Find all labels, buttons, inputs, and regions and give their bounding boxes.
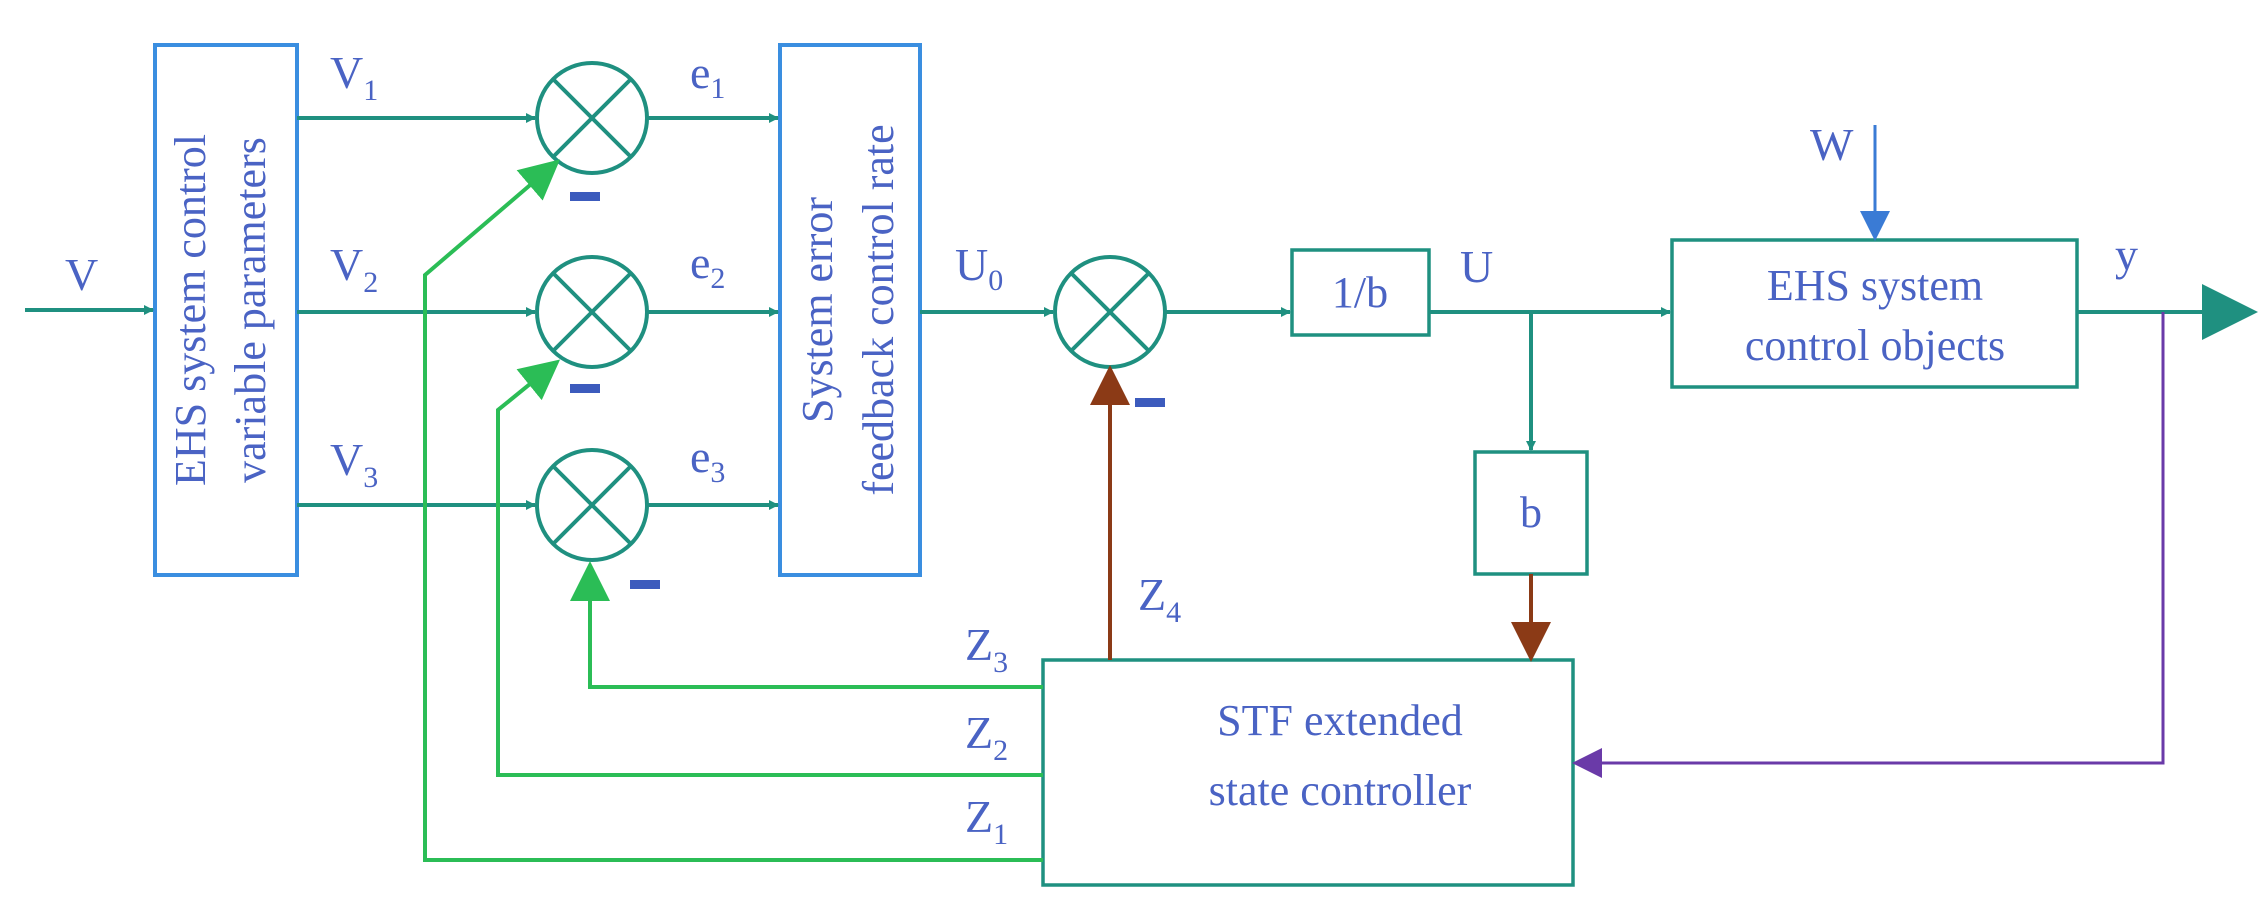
params-block-label-1: EHS system control [166,134,215,486]
label-V2: V2 [330,239,378,299]
b-block-label: b [1520,488,1542,537]
label-W: W [1810,119,1854,170]
arrow-Z3 [570,561,1043,689]
sum-junction-2 [535,255,649,369]
label-Z3: Z3 [965,619,1008,679]
eso-label-1: STF extended [1217,696,1463,745]
plant-label-2: control objects [1745,321,2005,370]
feedback-block-label-1: System error [793,197,842,423]
label-Z4: Z4 [1138,569,1181,629]
b-block: b [1473,450,1589,576]
inverse-b-block: 1/b [1290,248,1431,337]
params-block: EHS system control variable parameters [153,43,299,577]
minus-sign-1 [570,192,600,201]
label-y: y [2115,229,2138,280]
arrow-Z2 [496,359,1043,777]
plant-block: EHS system control objects [1670,238,2079,389]
arrow-Z1 [423,159,1043,862]
minus-sign-2 [570,384,600,393]
eso-block: STF extended state controller [1041,658,1575,887]
sum-junction-3 [535,448,649,562]
arrow-y-feedback [1572,312,2165,778]
label-V: V [65,249,98,300]
feedback-block: System error feedback control rate [778,43,922,577]
label-e2: e2 [690,237,725,295]
sum-junction-1 [535,61,649,175]
label-U: U [1460,241,1493,292]
plant-label-1: EHS system [1767,261,1983,310]
inverse-b-label: 1/b [1332,268,1388,317]
label-U0: U0 [955,239,1003,297]
label-V3: V3 [330,434,378,494]
feedback-block-label-2: feedback control rate [854,124,903,495]
sum-junction-4 [1053,255,1167,369]
label-e3: e3 [690,431,725,489]
label-V1: V1 [330,47,378,107]
minus-sign-4 [1135,398,1165,407]
label-Z2: Z2 [965,707,1008,767]
label-Z1: Z1 [965,791,1008,851]
params-block-label-2: variable parameters [226,137,275,483]
eso-label-2: state controller [1209,766,1472,815]
label-e1: e1 [690,47,725,105]
minus-sign-3 [630,580,660,589]
